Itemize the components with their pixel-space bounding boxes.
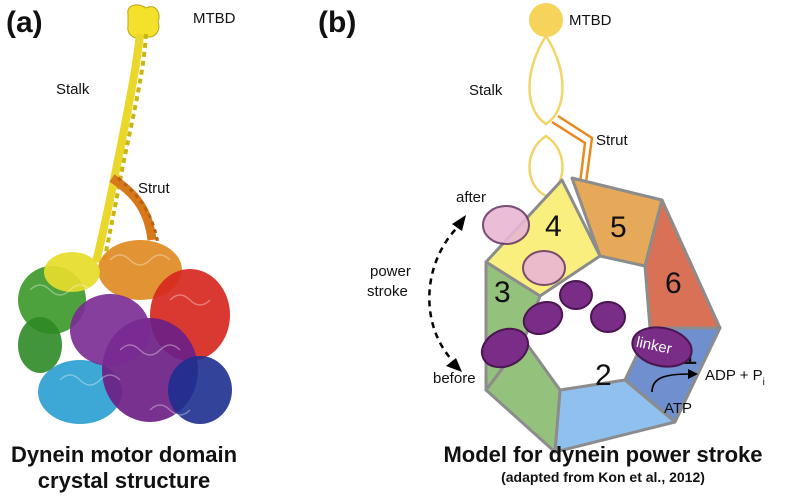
label-stalk-b: Stalk	[469, 82, 503, 99]
stalk-upper-loop	[528, 33, 564, 126]
linker-after-1	[482, 205, 530, 245]
linker-after-2	[522, 250, 566, 286]
panel-a-label: (a)	[6, 6, 43, 39]
label-adp-pi: ADP + Pi	[705, 367, 765, 388]
aaa4-number: 4	[545, 210, 562, 243]
linker-before-4	[590, 301, 626, 333]
linker-before-3	[559, 280, 593, 310]
aaa5-number: 5	[610, 211, 627, 244]
strut-line-1	[557, 114, 594, 183]
label-strut-a: Strut	[138, 180, 171, 197]
aaa6-segment	[643, 198, 722, 330]
label-strut-b: Strut	[596, 132, 629, 149]
power-stroke-arrow	[428, 221, 464, 367]
crystal-structure-image	[18, 4, 232, 424]
caption-a-line1: Dynein motor domain	[11, 442, 237, 467]
linker-before-1	[480, 327, 530, 369]
caption-b: Model for dynein power stroke	[443, 442, 762, 467]
linker-before-2	[522, 300, 564, 336]
subcaption-b: (adapted from Kon et al., 2012)	[501, 469, 705, 485]
label-before: before	[433, 370, 476, 387]
label-mtbd-b: MTBD	[569, 12, 612, 29]
label-atp: ATP	[664, 400, 692, 417]
power-stroke-arrowhead-bottom	[446, 358, 462, 372]
aaa6-number: 6	[665, 267, 682, 300]
aaa3-number: 3	[494, 276, 511, 309]
atp-arrowhead	[688, 369, 698, 379]
label-stroke: stroke	[367, 283, 408, 300]
panel-b-label: (b)	[318, 6, 356, 39]
linker-head	[631, 326, 693, 368]
power-stroke-arrowhead-top	[452, 215, 466, 231]
label-power: power	[370, 263, 411, 280]
mtbd-circle	[529, 3, 563, 37]
label-stalk-a: Stalk	[56, 81, 90, 98]
strut-line-2	[551, 120, 587, 184]
caption-a-line2: crystal structure	[38, 468, 210, 493]
label-after: after	[456, 189, 486, 206]
atp-hydrolysis-arrow	[651, 373, 691, 393]
aaa2-number: 2	[595, 359, 612, 392]
label-mtbd-a: MTBD	[193, 10, 236, 27]
